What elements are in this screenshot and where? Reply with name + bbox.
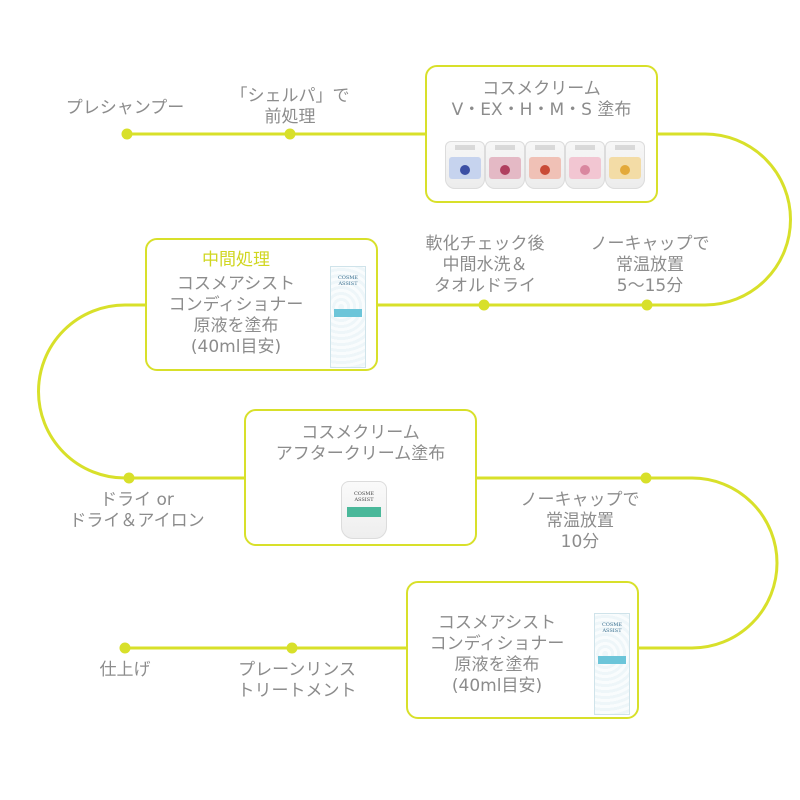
cream-box-text: コスメクリーム V・EX・H・M・S 塗布 (451, 79, 632, 120)
node-plain-rinse (286, 642, 298, 654)
node-pre-shampoo (121, 128, 133, 140)
node-finish (119, 642, 131, 654)
final-box-text: コスメアシスト コンディショナー 原液を塗布 (40ml目安) (429, 613, 565, 696)
product-pouch-ex (485, 141, 525, 189)
node-dry (123, 472, 135, 484)
node-pretreat (284, 128, 296, 140)
step-pretreat: 「シェルパ」で 前処理 (230, 86, 350, 127)
step-check: 軟化チェック後 中間水洗＆ タオルドライ (425, 234, 545, 296)
node-nocap2 (640, 472, 652, 484)
product-pouch-s (605, 141, 645, 189)
node-check (478, 299, 490, 311)
product-pouch-m (565, 141, 605, 189)
node-nocap1 (641, 299, 653, 311)
step-dry: ドライ or ドライ＆アイロン (69, 490, 205, 531)
step-nocap2: ノーキャップで 常温放置 10分 (520, 490, 640, 552)
step-mid-box: 中間処理 コスメアシスト コンディショナー 原液を塗布 (40ml目安) COS… (145, 238, 378, 371)
mid-box-text: 中間処理 コスメアシスト コンディショナー 原液を塗布 (40ml目安) (147, 250, 325, 358)
mid-title: 中間処理 (202, 250, 270, 270)
step-plain-rinse: プレーンリンス トリートメント (237, 660, 357, 701)
step-nocap1: ノーキャップで 常温放置 5～15分 (590, 234, 710, 296)
product-pouch-h (525, 141, 565, 189)
step-finish: 仕上げ (99, 660, 151, 680)
after-box-text: コスメクリーム アフタークリーム塗布 (275, 423, 446, 464)
flow-line (37, 132, 792, 650)
step-cream-box: コスメクリーム V・EX・H・M・S 塗布 (425, 65, 658, 203)
product-pouch-v (445, 141, 485, 189)
step-pre-shampoo: プレシャンプー (65, 98, 185, 118)
